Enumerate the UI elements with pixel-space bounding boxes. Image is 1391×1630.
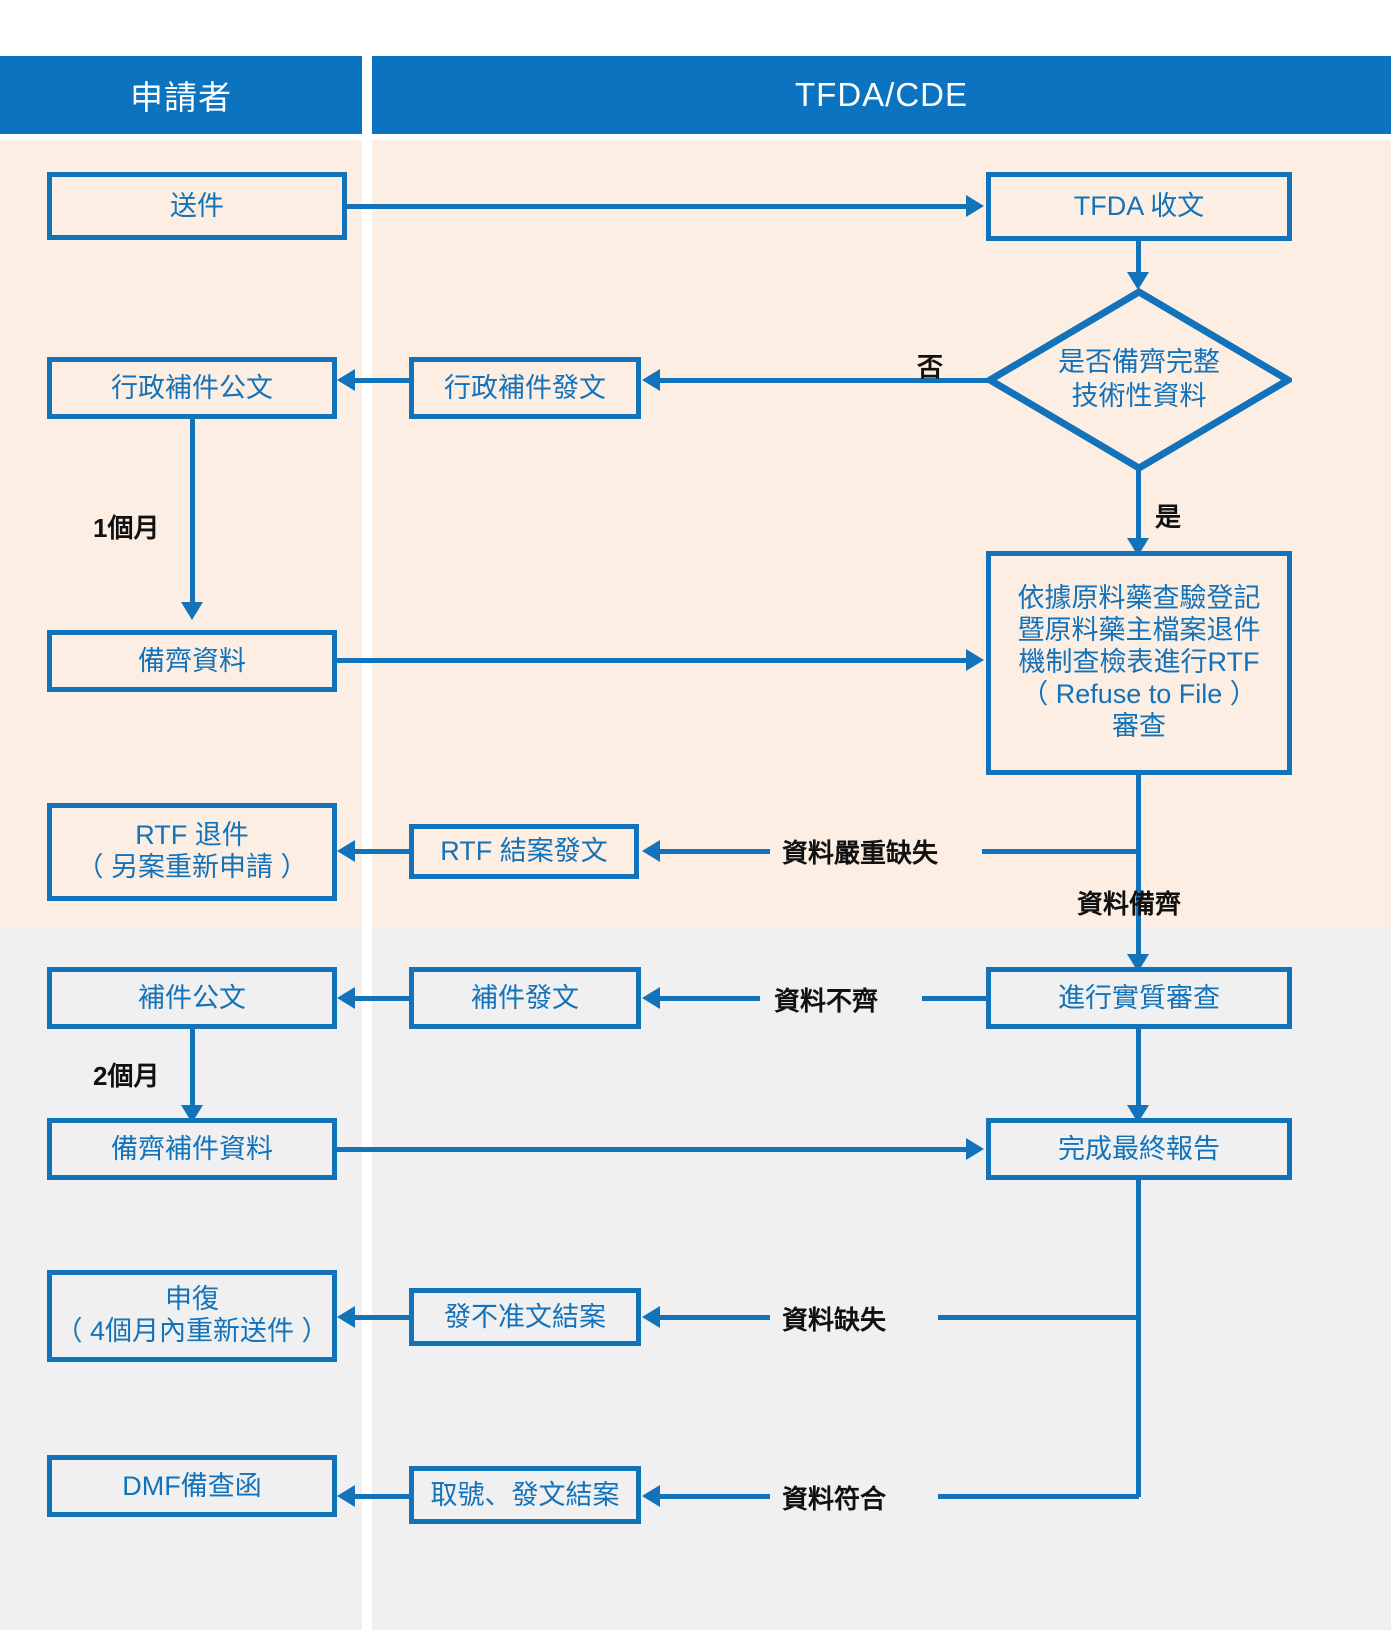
- edge-reject-to-appeal-arrowhead: [337, 1306, 355, 1328]
- rtf-return-line1: RTF 退件: [135, 820, 249, 851]
- edge-incomplete-left-seg: [660, 996, 760, 1001]
- edge-missing-right-seg: [938, 1315, 1139, 1320]
- edge-label-data-incomplete: 資料不齊: [774, 986, 879, 1016]
- node-reject-close[interactable]: 發不准文結案: [409, 1288, 641, 1346]
- edge-admin-doc-to-ready: [190, 419, 195, 611]
- node-rtf-close-issue[interactable]: RTF 結案發文: [409, 824, 639, 879]
- edge-label-severe-deficiency: 資料嚴重缺失: [782, 838, 939, 868]
- edge-rtf-stem: [1136, 775, 1141, 851]
- edge-receive-to-decision: [1136, 241, 1141, 283]
- edge-supp-issue-to-doc: [355, 996, 411, 1001]
- rtf-review-line4: （ Refuse to File ）: [1021, 678, 1257, 709]
- node-submit[interactable]: 送件: [47, 172, 347, 240]
- edge-conform-left-seg: [660, 1494, 770, 1499]
- edge-supp-ready-to-final-arrowhead: [966, 1138, 984, 1160]
- edge-data-ready-branch: [1136, 849, 1141, 964]
- edge-no-branch: [660, 378, 990, 383]
- edge-submit-to-receive: [347, 204, 968, 209]
- edge-receive-to-decision-arrowhead: [1127, 272, 1149, 290]
- rtf-review-line5: 審查: [1112, 710, 1166, 741]
- edge-label-data-conform: 資料符合: [782, 1484, 887, 1514]
- edge-label-no: 否: [917, 352, 944, 382]
- edge-admin-issue-to-doc-arrowhead: [337, 369, 355, 391]
- edge-severe-left-seg: [660, 849, 770, 854]
- node-substantive-review[interactable]: 進行實質審查: [986, 967, 1292, 1029]
- lane-background-stage1: [0, 140, 1391, 928]
- edge-label-data-ready: 資料備齊: [1077, 889, 1182, 919]
- node-supplement-ready[interactable]: 備齊補件資料: [47, 1118, 337, 1180]
- edge-supp-doc-to-ready: [190, 1029, 195, 1114]
- edge-number-close-to-dmf: [355, 1494, 411, 1499]
- edge-supp-issue-to-doc-arrowhead: [337, 987, 355, 1009]
- edge-incomplete-right-seg: [922, 996, 986, 1001]
- rtf-review-line2: 暨原料藥主檔案退件: [1017, 615, 1261, 646]
- node-rtf-review[interactable]: 依據原料藥查驗登記 暨原料藥主檔案退件 機制查檢表進行RTF （ Refuse …: [986, 551, 1292, 775]
- edge-label-yes: 是: [1155, 502, 1182, 532]
- edge-number-close-to-dmf-arrowhead: [337, 1485, 355, 1507]
- edge-submit-to-receive-arrowhead: [966, 195, 984, 217]
- appeal-line1: 申復: [165, 1284, 219, 1315]
- lane-divider: [362, 140, 372, 1630]
- node-admin-supplement-doc[interactable]: 行政補件公文: [47, 357, 337, 419]
- diamond-shape: [986, 288, 1292, 472]
- decision-label: 是否備齊完整 技術性資料: [986, 288, 1292, 472]
- edge-severe-right-seg: [982, 849, 1139, 854]
- edge-missing-arrowhead: [642, 1306, 660, 1328]
- node-final-report[interactable]: 完成最終報告: [986, 1118, 1292, 1180]
- node-tfda-receive[interactable]: TFDA 收文: [986, 172, 1292, 241]
- node-supplement-issue[interactable]: 補件發文: [409, 967, 641, 1029]
- edge-missing-left-seg: [660, 1315, 770, 1320]
- edge-conform-right-seg: [938, 1494, 1139, 1499]
- edge-final-stem: [1136, 1180, 1141, 1497]
- edge-label-one-month: 1個月: [93, 513, 160, 543]
- node-rtf-return[interactable]: RTF 退件 （ 另案重新申請 ）: [47, 803, 337, 901]
- edge-supp-ready-to-final: [337, 1147, 968, 1152]
- node-data-ready[interactable]: 備齊資料: [47, 630, 337, 692]
- node-supplement-doc[interactable]: 補件公文: [47, 967, 337, 1029]
- edge-severe-arrowhead: [642, 840, 660, 862]
- rtf-return-line2: （ 另案重新申請 ）: [76, 852, 308, 882]
- node-decision-technical-data-complete[interactable]: 是否備齊完整 技術性資料: [986, 288, 1292, 472]
- edge-reject-to-appeal: [355, 1315, 411, 1320]
- node-appeal[interactable]: 申復 （ 4個月內重新送件 ）: [47, 1270, 337, 1362]
- edge-incomplete-arrowhead: [642, 987, 660, 1009]
- edge-admin-doc-to-ready-arrowhead: [181, 602, 203, 620]
- rtf-review-line3: 機制查檢表進行RTF: [1018, 647, 1260, 678]
- column-header-tfda-cde: TFDA/CDE: [372, 56, 1391, 134]
- edge-admin-issue-to-doc: [355, 378, 411, 383]
- node-admin-supplement-issue[interactable]: 行政補件發文: [409, 357, 641, 419]
- edge-rtf-close-to-return-arrowhead: [337, 840, 355, 862]
- decision-label-line1: 是否備齊完整: [1058, 347, 1220, 378]
- node-number-close[interactable]: 取號、發文結案: [409, 1466, 641, 1524]
- decision-label-line2: 技術性資料: [1071, 381, 1207, 411]
- edge-review-to-final: [1136, 1029, 1141, 1114]
- edge-label-data-missing: 資料缺失: [782, 1305, 887, 1335]
- edge-yes-branch: [1136, 470, 1141, 548]
- edge-rtf-close-to-return: [355, 849, 411, 854]
- rtf-review-line1: 依據原料藥查驗登記: [1017, 583, 1261, 614]
- edge-ready-to-rtf-arrowhead: [966, 649, 984, 671]
- edge-ready-to-rtf: [337, 658, 968, 663]
- edge-label-two-months: 2個月: [93, 1061, 160, 1091]
- edge-no-branch-arrowhead: [642, 369, 660, 391]
- column-header-applicant: 申請者: [0, 56, 362, 134]
- node-dmf-letter[interactable]: DMF備查函: [47, 1455, 337, 1517]
- appeal-line2: （ 4個月內重新送件 ）: [55, 1316, 329, 1346]
- edge-conform-arrowhead: [642, 1485, 660, 1507]
